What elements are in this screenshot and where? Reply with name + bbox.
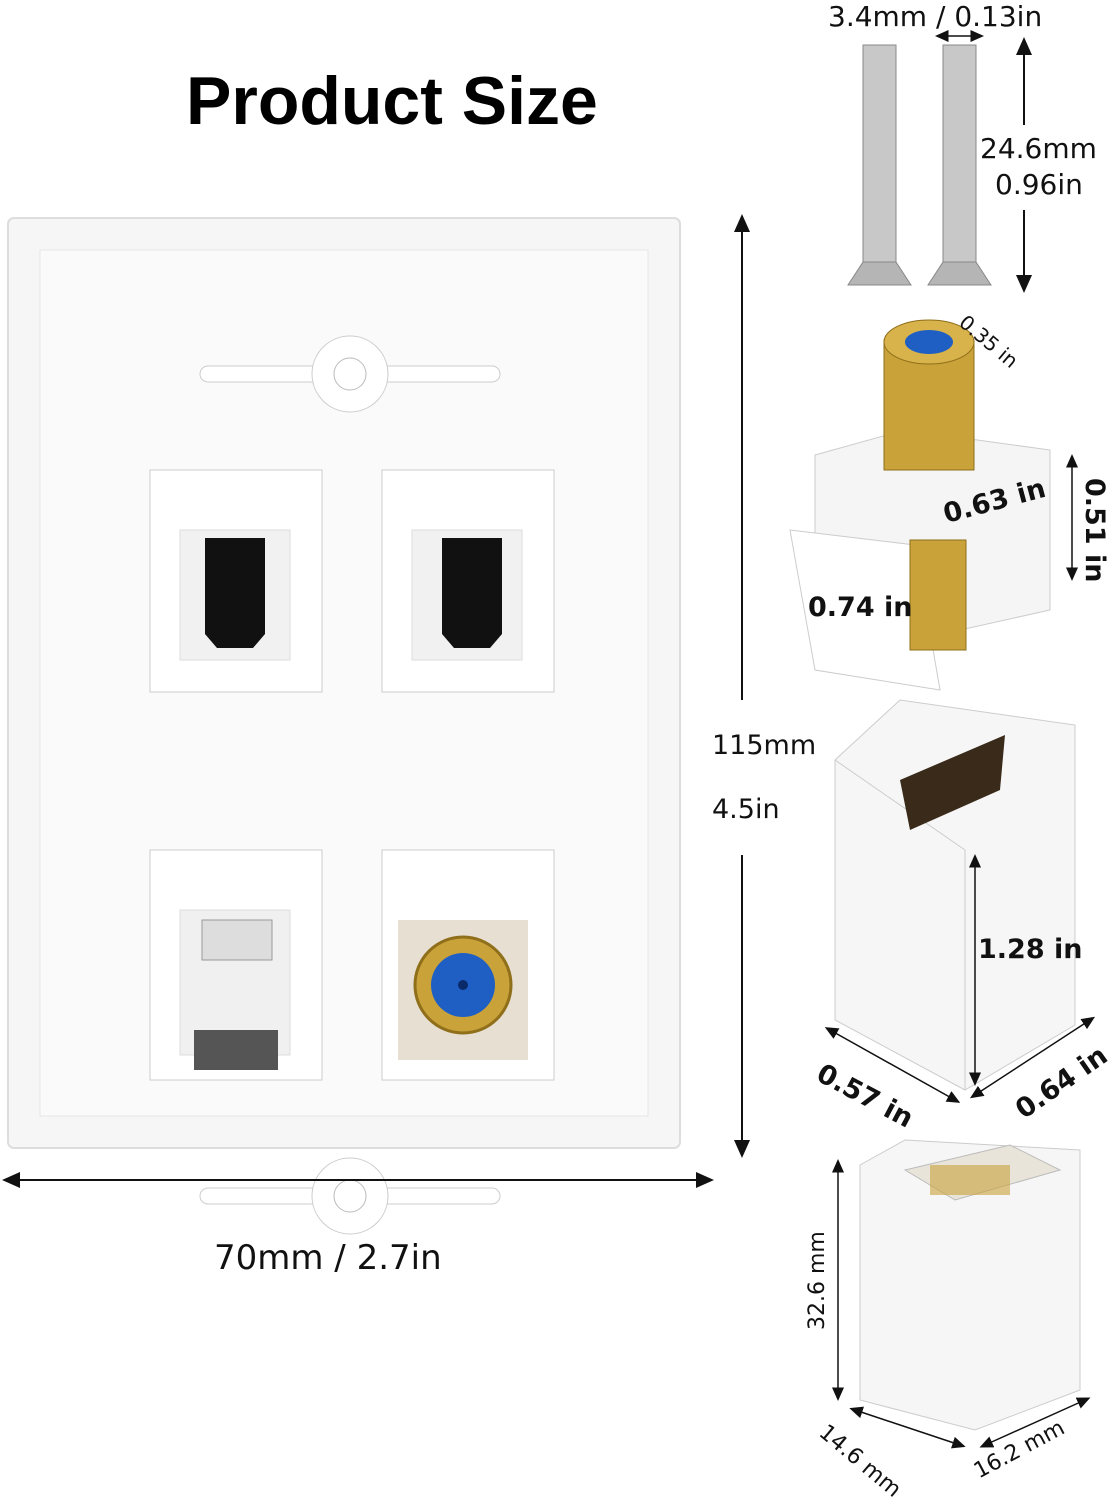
coax-depth-label: 0.74 in — [808, 592, 913, 623]
hdmi-port-left — [149, 469, 323, 693]
screw-length-mm-label: 24.6mm — [980, 132, 1097, 165]
ethernet-port — [149, 849, 323, 1081]
screw-length-in-label: 0.96in — [995, 168, 1083, 201]
screw-diameter-label: 3.4mm / 0.13in — [828, 0, 1043, 33]
page-title: Product Size — [186, 63, 598, 139]
coax-port — [381, 849, 555, 1081]
screws — [847, 30, 1032, 293]
ethernet-height-label: 32.6 mm — [805, 1231, 830, 1330]
hdmi-keystone — [824, 699, 1096, 1103]
ethernet-keystone — [832, 1139, 1091, 1449]
hdmi-length-label: 1.28 in — [978, 934, 1083, 965]
coax-height-label: 0.51 in — [1079, 478, 1110, 583]
screw-slot-bottom — [199, 1157, 501, 1235]
plate-height-mm-label: 115mm — [712, 730, 817, 761]
coax-keystone — [789, 319, 1078, 691]
plate-width-label: 70mm / 2.7in — [214, 1238, 442, 1278]
wall-plate — [7, 217, 681, 1235]
screw-slot-top — [199, 335, 501, 413]
plate-height-in-label: 4.5in — [712, 794, 780, 825]
hdmi-port-right — [381, 469, 555, 693]
